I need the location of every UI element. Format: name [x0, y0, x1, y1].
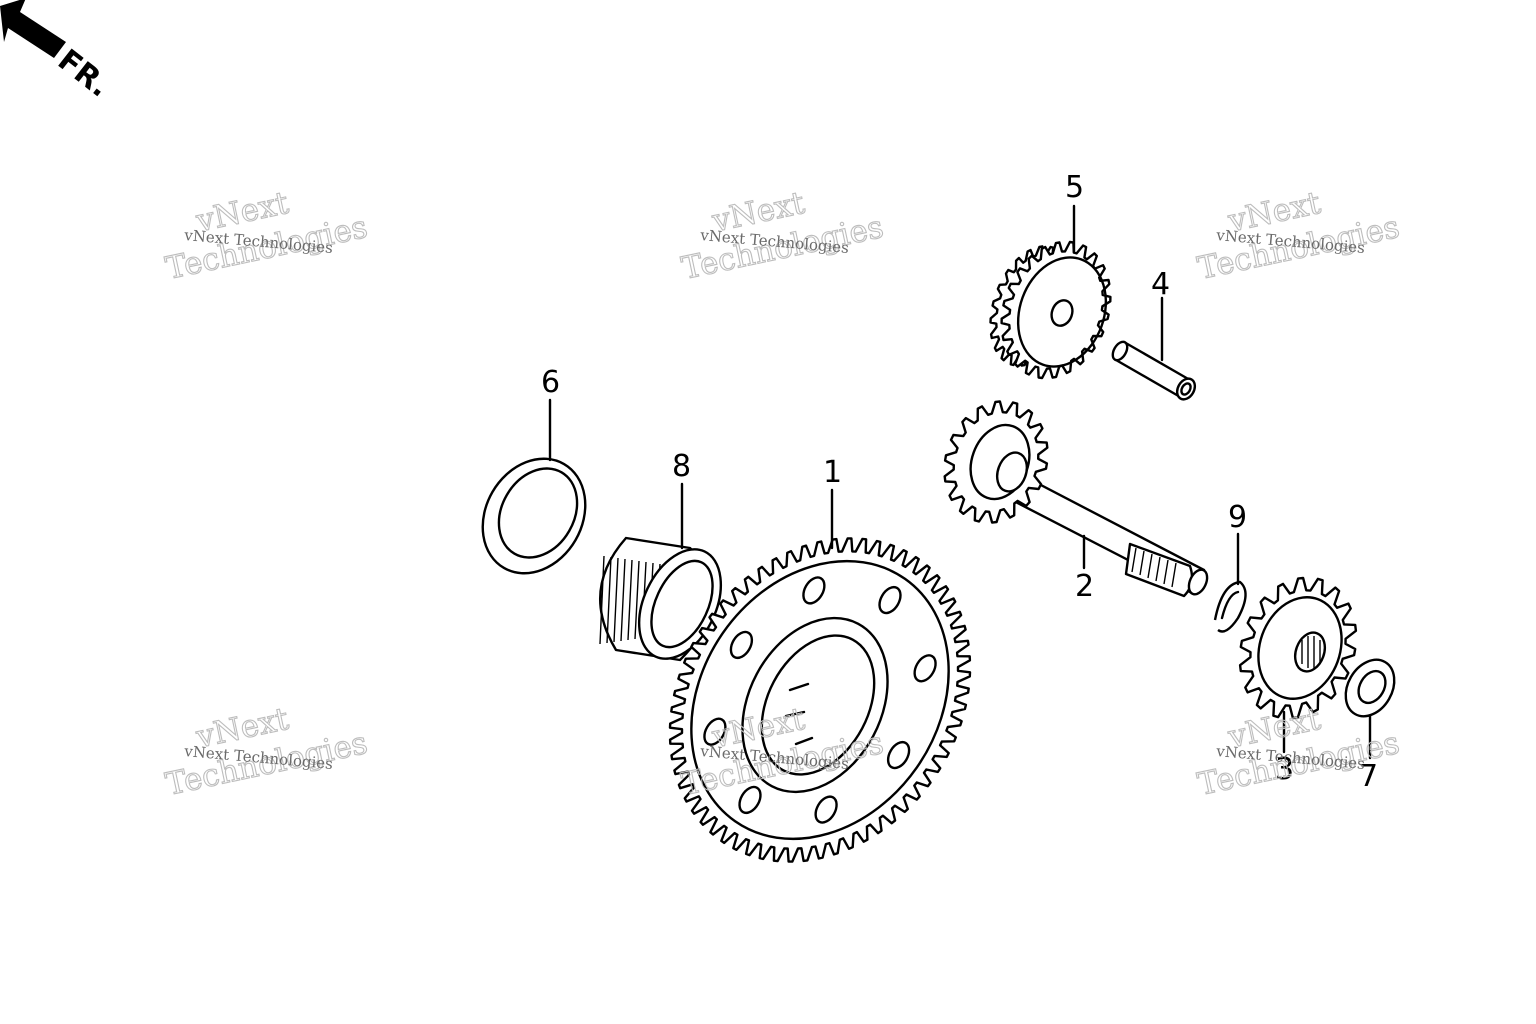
lightening-hole [913, 654, 937, 683]
thrust-washer-6 [481, 457, 587, 575]
callout-7: 7 [1359, 759, 1378, 794]
callout-4: 4 [1151, 267, 1170, 302]
lightening-hole [878, 585, 902, 615]
callout-2: 2 [1075, 569, 1094, 604]
callout-numbers: 1 2 3 4 5 6 7 8 9 [541, 170, 1378, 794]
callout-6: 6 [541, 365, 560, 400]
lightening-hole [738, 785, 762, 815]
final-driven-gear-1 [668, 537, 972, 863]
final-drive-gear-3 [1238, 576, 1358, 720]
arrow-icon [0, 0, 66, 58]
final-shaft-2 [943, 400, 1209, 598]
snap-ring-9 [1213, 580, 1247, 633]
leader-lines [548, 204, 1372, 760]
direction-marker: FR. [0, 0, 116, 105]
lightening-hole [886, 740, 911, 770]
fr-label: FR. [51, 43, 116, 105]
pin-4 [1111, 340, 1197, 401]
callout-3: 3 [1275, 752, 1294, 787]
lightening-hole [814, 795, 838, 824]
callout-5: 5 [1065, 170, 1084, 205]
callout-9: 9 [1228, 500, 1247, 535]
lightening-hole [802, 576, 826, 605]
thrust-washer-7 [1344, 658, 1396, 718]
lightening-hole [703, 717, 727, 746]
idle-gear-5 [989, 240, 1112, 380]
lightening-hole [729, 630, 754, 660]
callout-1: 1 [823, 455, 842, 490]
callout-8: 8 [672, 449, 691, 484]
